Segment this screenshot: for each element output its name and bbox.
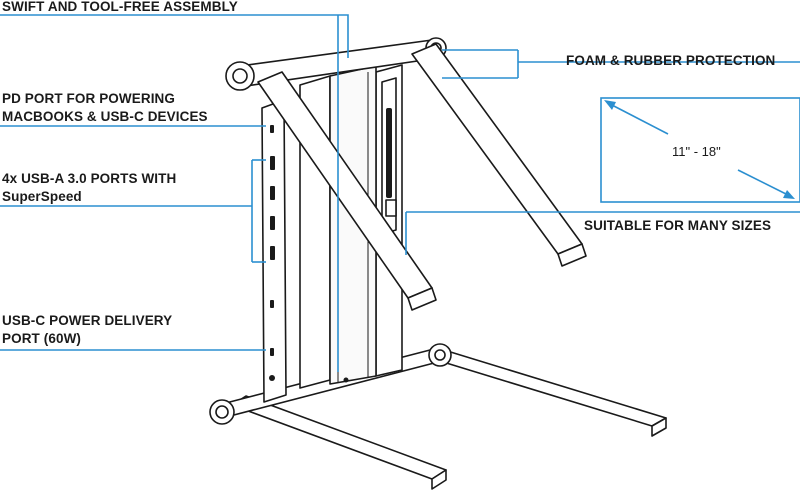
pd-port-text-2: MACBOOKS & USB-C DEVICES [2,109,208,124]
callout-foam: FOAM & RUBBER PROTECTION [566,52,775,70]
sizes-text: SUITABLE FOR MANY SIZES [584,218,772,233]
usb-a-text-1: 4x USB-A 3.0 PORTS WITH [2,171,177,186]
front-support-arm [257,71,437,311]
callout-usb-c: USB-C POWER DELIVERY PORT (60W) [2,312,172,348]
rear-support-arm [411,43,587,267]
right-post [381,77,397,235]
callout-pd-port: PD PORT FOR POWERING MACBOOKS & USB-C DE… [2,90,208,126]
base-foot-left [231,395,447,490]
callout-lines [0,14,800,372]
callout-sizes: SUITABLE FOR MANY SIZES [584,217,771,235]
usb-hub-panel [261,99,287,403]
base-foot-right [429,349,667,437]
assembly-text: SWIFT AND TOOL-FREE ASSEMBLY [2,0,238,14]
callout-assembly: SWIFT AND TOOL-FREE ASSEMBLY [2,0,238,16]
foam-text: FOAM & RUBBER PROTECTION [566,53,776,68]
usb-c-text-1: USB-C POWER DELIVERY [2,313,173,328]
pd-port-text-1: PD PORT FOR POWERING [2,91,176,106]
usb-a-text-2: SuperSpeed [2,189,82,204]
callout-usb-a: 4x USB-A 3.0 PORTS WITH SuperSpeed [2,170,176,206]
size-range: 11" - 18" [672,144,721,159]
usb-c-text-2: PORT (60W) [2,331,82,346]
